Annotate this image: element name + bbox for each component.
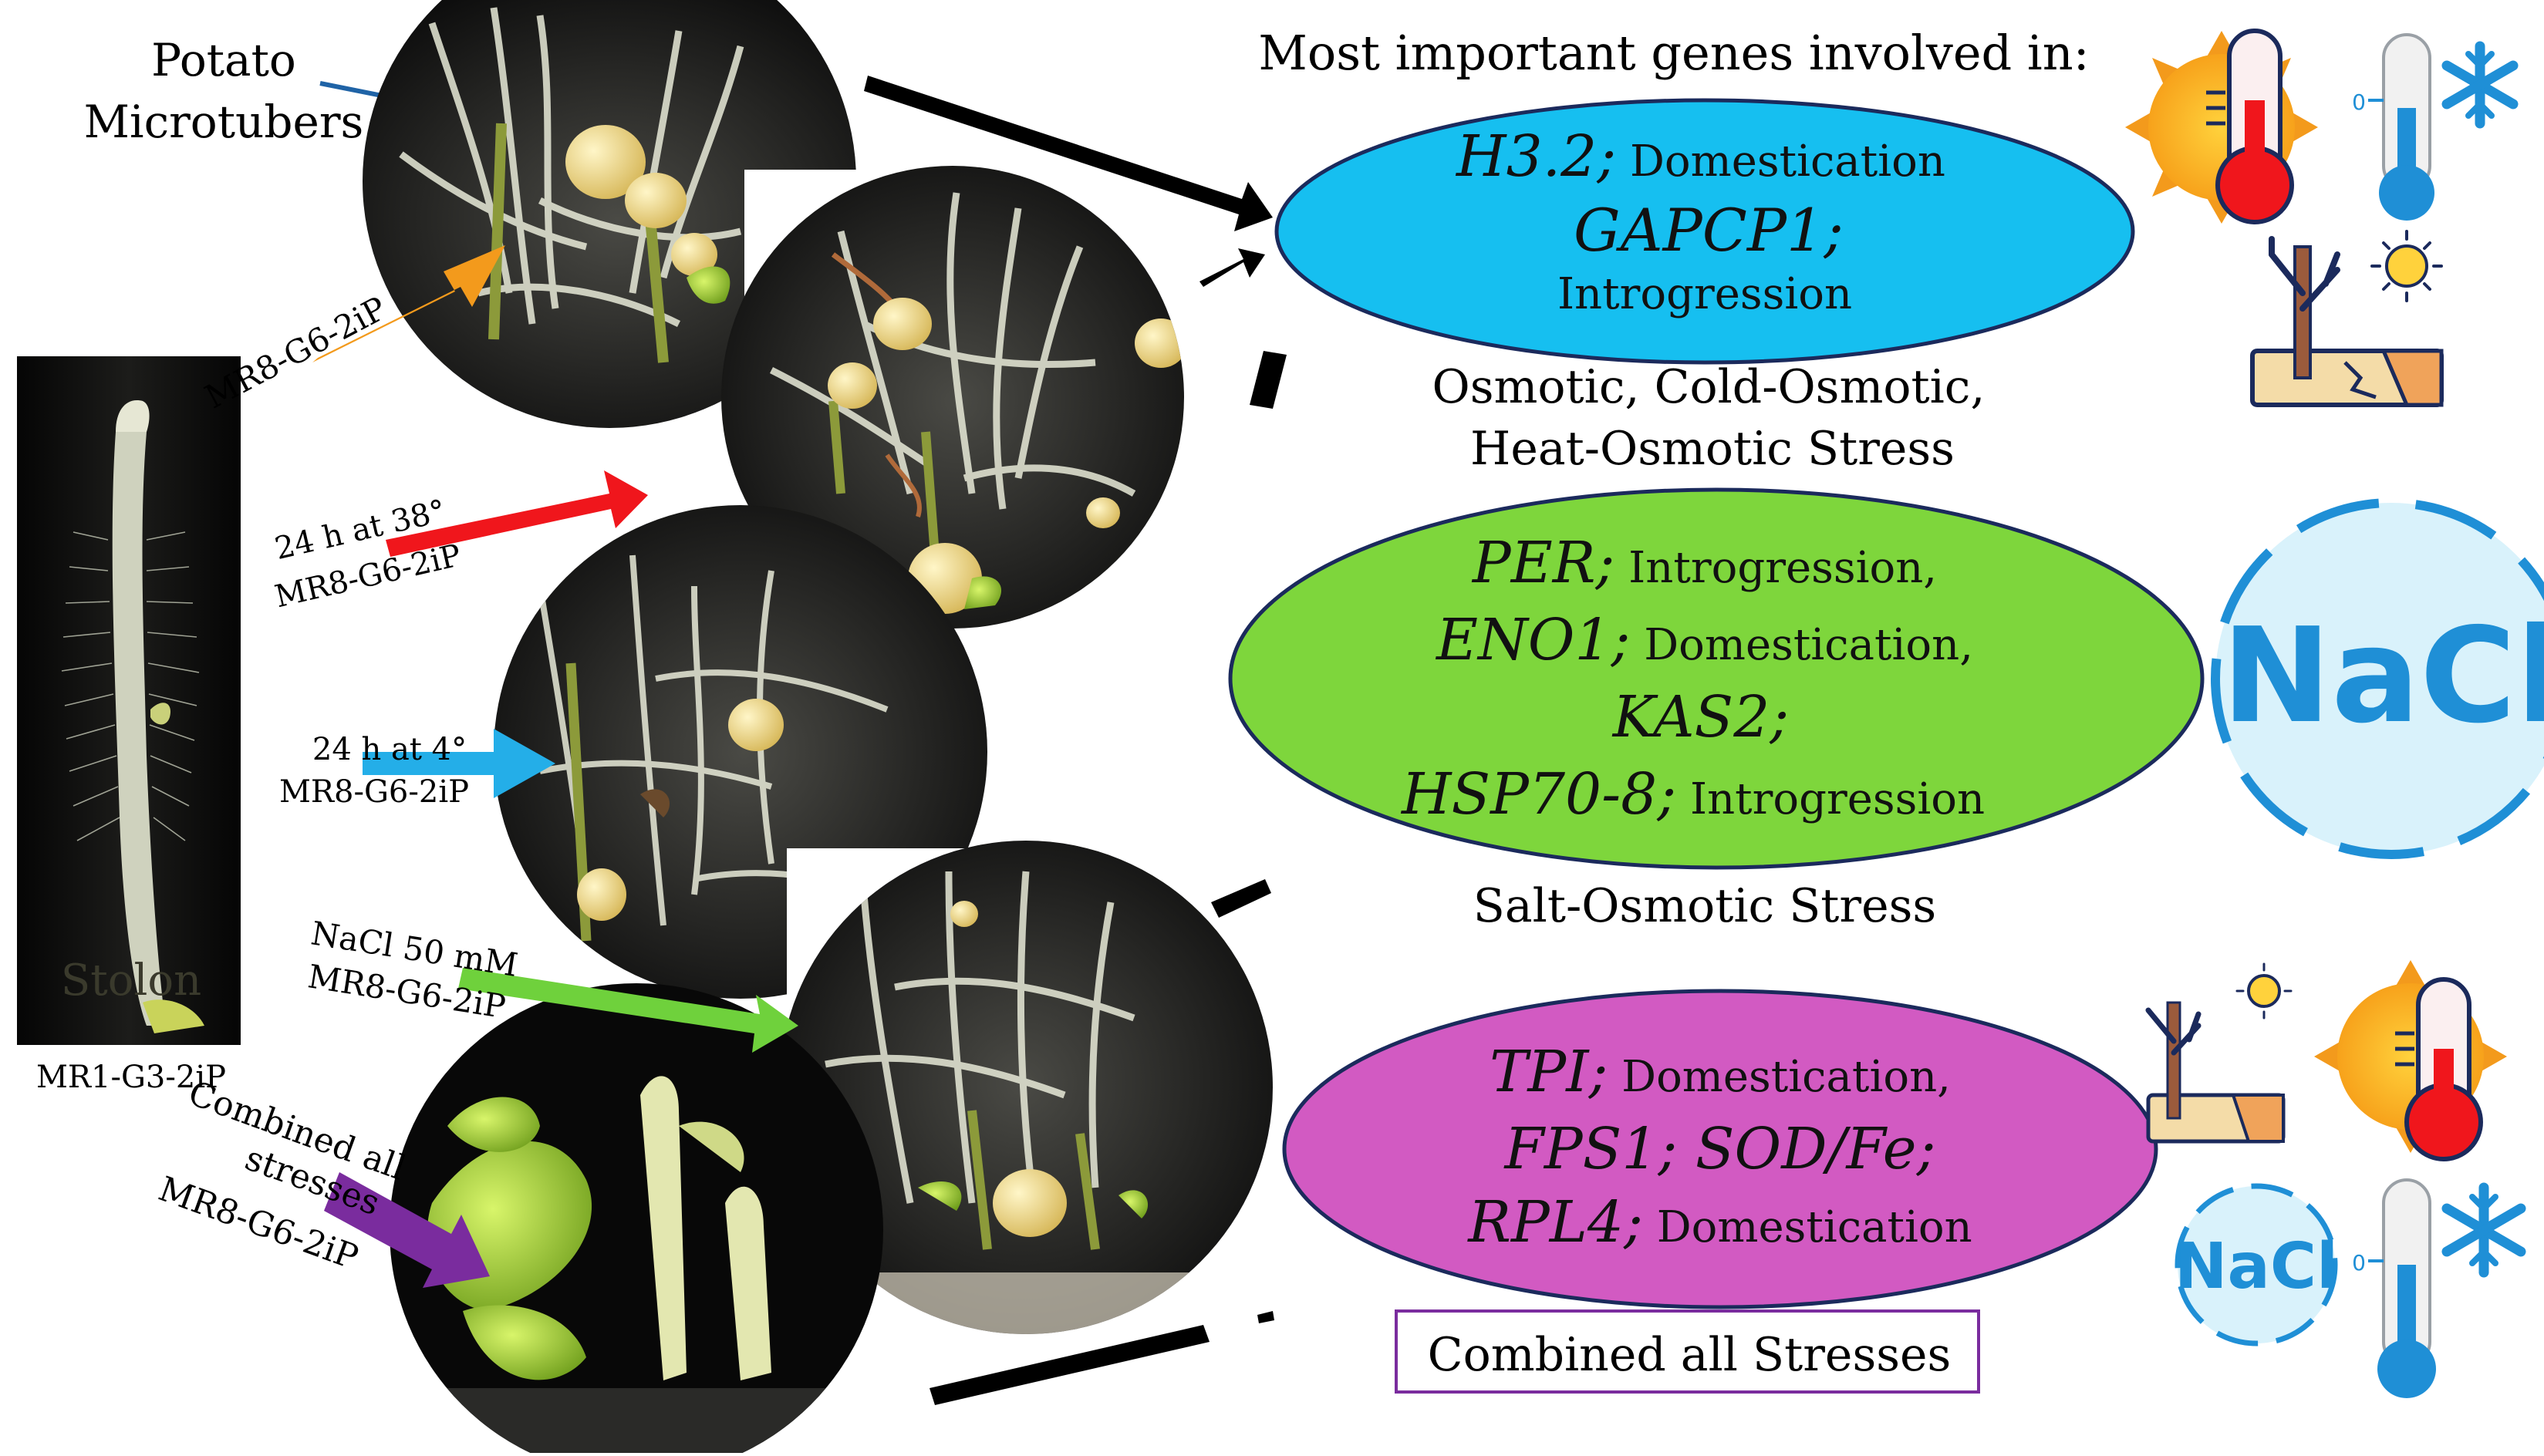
gene-line-combined-3: RPL4; Domestication	[1466, 1189, 1972, 1255]
page-title: Most important genes involved in:	[1258, 25, 2089, 81]
potato-label-line2: Microtubers	[84, 96, 364, 148]
caption-osmotic-line1: Osmotic, Cold-Osmotic,	[1432, 360, 1986, 414]
drought-tree-icon-bottom	[2145, 962, 2293, 1144]
treatment-arrow-control	[312, 245, 505, 362]
photo-circle-combined	[390, 983, 883, 1456]
heat-sun-thermometer-icon	[2125, 29, 2318, 224]
caption-salt: Salt-Osmotic Stress	[1473, 879, 1936, 933]
treatment-label-cold-line1: 24 h at 4°	[312, 732, 467, 767]
gene-rpl4-role: Domestication	[1643, 1202, 1972, 1252]
nacl-icon-small: NaCl	[2175, 1183, 2338, 1346]
caption-combined: Combined all Stresses	[1428, 1328, 1952, 1382]
gene-kas2: KAS2;	[1611, 684, 1789, 750]
gene-tpi: TPI;	[1490, 1039, 1608, 1105]
potato-label-line1: Potato	[151, 34, 296, 86]
stolon-label: Stolon	[61, 956, 201, 1006]
gene-line-salt-1: PER; Introgression,	[1471, 530, 1937, 596]
gene-line-osmotic-3: Introgression	[1557, 269, 1852, 319]
nacl-icon-large: NaCl	[2211, 498, 2544, 859]
gene-eno1: ENO1;	[1435, 607, 1630, 673]
gene-eno1-role: Domestication,	[1630, 620, 1973, 670]
thermo-zero-label-top: 0	[2352, 89, 2366, 115]
nacl-label-large: NaCl	[2222, 600, 2544, 753]
gene-per: PER;	[1471, 530, 1614, 596]
treatment-label-control: MR8-G6-2iP	[199, 289, 393, 416]
gene-line-salt-2: ENO1; Domestication,	[1435, 607, 1973, 673]
gene-h3-2-role: Domestication	[1616, 136, 1945, 187]
cold-thermometer-snowflake-icon-bottom: 0	[2352, 1178, 2526, 1398]
gene-line-osmotic-1: H3.2; Domestication	[1455, 123, 1945, 190]
treatment-arrow-cold	[363, 729, 555, 798]
gene-ellipse-salt: PER; Introgression, ENO1; Domestication,…	[1228, 487, 2205, 870]
gene-line-salt-3: KAS2;	[1611, 684, 1789, 750]
gene-rpl4: RPL4;	[1466, 1189, 1643, 1255]
gene-h3-2: H3.2;	[1455, 123, 1616, 190]
gene-gapcp1: GAPCP1;	[1574, 196, 1844, 265]
caption-combined-box	[1395, 1309, 1980, 1394]
gene-per-role: Introgression,	[1614, 543, 1937, 593]
stolon-photo	[17, 356, 241, 1045]
treatment-label-cold-line2: MR8-G6-2iP	[279, 774, 469, 810]
thermo-zero-label-bottom: 0	[2352, 1250, 2366, 1276]
gene-ellipse-osmotic: H3.2; Domestication GAPCP1; Introgressio…	[1274, 98, 2135, 365]
drought-tree-icon	[2250, 230, 2444, 407]
treatment-arrow-heat	[386, 470, 648, 557]
heat-sun-thermometer-icon-bottom	[2314, 960, 2507, 1161]
gene-hsp70-8: HSP70-8;	[1400, 761, 1676, 827]
gene-fps1-sodfe: FPS1; SOD/Fe;	[1503, 1116, 1935, 1182]
treatment-arrow-salt	[458, 968, 798, 1053]
gene-line-osmotic-2: GAPCP1;	[1574, 196, 1844, 265]
photo-circle-heat	[721, 166, 1215, 640]
cold-thermometer-snowflake-icon: 0	[2352, 33, 2519, 221]
treatment-arrow-combined	[324, 1172, 490, 1288]
stolon-medium-label: MR1-G3-2iP	[36, 1060, 226, 1095]
gene-tpi-role: Domestication,	[1608, 1052, 1951, 1102]
gene-line-combined-2: FPS1; SOD/Fe;	[1503, 1116, 1935, 1182]
gene-hsp70-8-role: Introgression	[1676, 774, 1985, 824]
gene-gapcp1-role: Introgression	[1557, 269, 1852, 319]
gene-line-salt-4: HSP70-8; Introgression	[1400, 761, 1985, 827]
gene-line-combined-1: TPI; Domestication,	[1490, 1039, 1951, 1105]
nacl-label-small: NaCl	[2175, 1230, 2338, 1303]
gene-ellipse-combined: TPI; Domestication, FPS1; SOD/Fe; RPL4; …	[1282, 989, 2158, 1309]
connector-arrows	[864, 76, 1287, 1405]
caption-osmotic-line2: Heat-Osmotic Stress	[1470, 422, 1955, 476]
